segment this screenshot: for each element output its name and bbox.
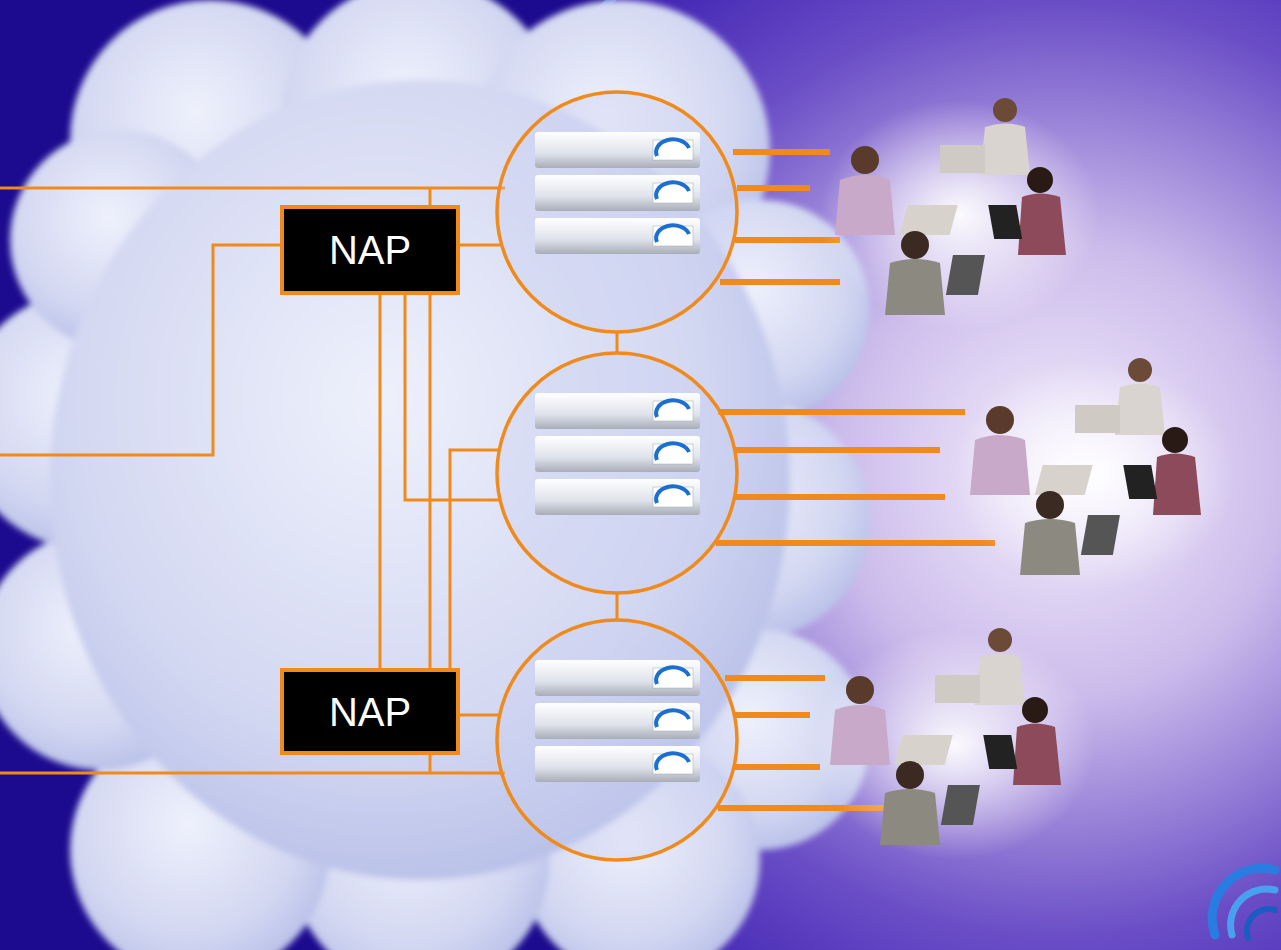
node-label: NAP <box>329 690 411 734</box>
user-groups <box>815 98 1235 860</box>
nap-box: NAP <box>280 205 460 295</box>
node-label: NAP <box>329 228 411 272</box>
halo <box>410 0 1281 950</box>
server-clusters <box>497 92 737 860</box>
corner-logo <box>1212 868 1275 938</box>
halo-rim <box>410 0 1281 950</box>
nap-box: NAP <box>280 668 460 755</box>
nap-link <box>429 295 432 668</box>
nap-link <box>379 295 382 668</box>
